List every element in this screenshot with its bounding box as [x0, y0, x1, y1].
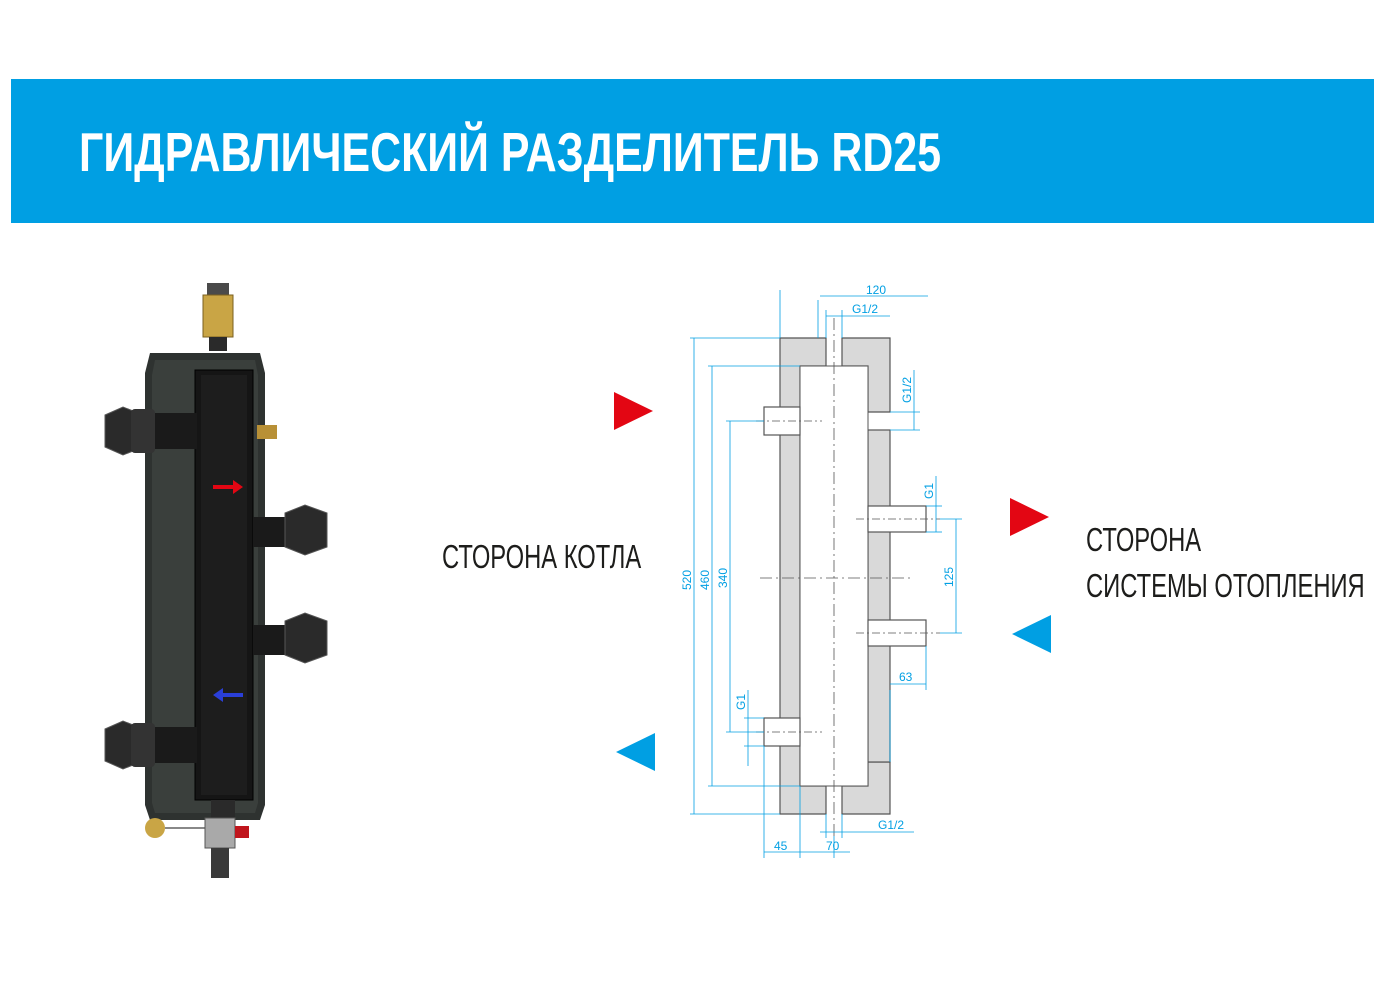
heating-side-label-line1: СТОРОНА	[1086, 521, 1202, 558]
dim-top-port: G1/2	[852, 302, 878, 316]
technical-drawing: 120 G1/2 G1/2 G1 125 63 520 460 340 G1 4…	[680, 283, 962, 858]
dim-left-port-thread: G1	[734, 694, 748, 710]
header-banner: ГИДРАВЛИЧЕСКИЙ РАЗДЕЛИТЕЛЬ RD25	[11, 79, 1374, 223]
dim-port-distance: 340	[716, 568, 730, 588]
dim-port-spacing: 125	[942, 567, 956, 587]
dim-width-total: 120	[866, 283, 886, 297]
dim-side-port-top: G1/2	[900, 377, 914, 403]
boiler-side-label: СТОРОНА КОТЛА	[442, 538, 642, 575]
dim-height-body: 460	[698, 570, 712, 590]
dim-left-offset: 45	[774, 839, 788, 853]
heating-side-label-line2: СИСТЕМЫ ОТОПЛЕНИЯ	[1086, 567, 1365, 604]
heating-return-arrow-icon	[1012, 615, 1051, 653]
boiler-supply-arrow-icon	[614, 392, 653, 430]
boiler-return-arrow-icon	[616, 733, 655, 771]
dim-right-port-thread: G1	[922, 483, 936, 499]
dim-height-total: 520	[680, 570, 694, 590]
heating-supply-arrow-icon	[1010, 498, 1049, 536]
product-photo	[104, 283, 328, 878]
dim-port-offset: 63	[899, 670, 913, 684]
page-title: ГИДРАВЛИЧЕСКИЙ РАЗДЕЛИТЕЛЬ RD25	[79, 121, 942, 183]
dim-center-offset: 70	[826, 839, 840, 853]
dim-bottom-port: G1/2	[878, 818, 904, 832]
